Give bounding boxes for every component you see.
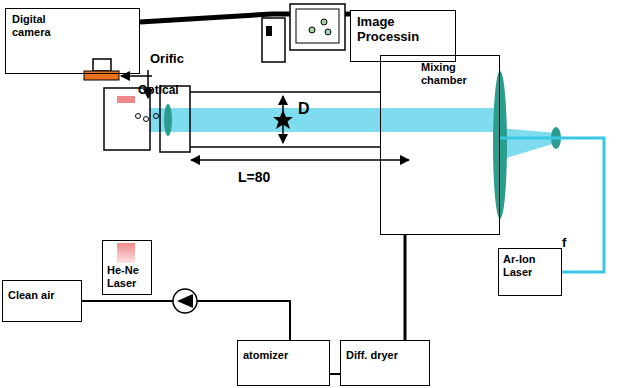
optical-filter [84,71,119,80]
camera-box: Digital camera [5,8,140,74]
node-label: Ar-Ion Laser [503,253,557,278]
length-arrow [191,159,409,161]
laser-box: Ar-Ion Laser [498,248,562,296]
dimension-label: D [298,100,310,118]
air-line [404,235,407,340]
node-label: Digital camera [12,13,74,38]
detection-cell [104,88,150,150]
computer-monitor [290,4,345,50]
pump-arrow [177,294,193,308]
monitor-screen [296,9,339,43]
particle [144,117,149,122]
part-label: f [562,236,566,250]
drive-slot [266,26,272,36]
atomizer-box: atomizer [237,340,330,386]
particle-image [321,19,327,25]
orifice-lens [164,104,172,136]
tube-wall [190,146,380,148]
particle-image [325,29,331,35]
chamber-box: Mixing chamber [380,55,500,235]
node-label: Clean air [8,289,54,302]
tube-wall [190,91,380,93]
pump-symbol [173,289,197,313]
laser-box: He-Ne Laser [102,240,152,295]
camera-lens [93,59,111,71]
particle-image [309,27,315,33]
node-label: Diff. dryer [346,349,398,362]
node-label: atomizer [243,349,288,362]
computer-tower [262,18,285,62]
he-ne-beam [117,243,135,263]
filter-pointer [121,75,152,77]
particle [136,114,141,119]
node-label: Mixing chamber [421,61,485,86]
star-marker [273,110,293,129]
he-ne-sheet [117,96,135,103]
laser-beam-cone [500,128,556,160]
particle [154,114,159,119]
air-line [330,373,340,375]
part-label: Optical [138,84,179,97]
laser-beam [150,108,500,132]
node-label: Image Processin [357,15,447,45]
laser-beam [500,138,604,272]
node-label: He-Ne Laser [107,264,147,289]
dryer-box: Diff. dryer [340,340,430,386]
dimension-label: L=80 [238,170,270,185]
source-box: Clean air [2,280,82,322]
chamber-lens [493,71,507,219]
part-label: Orific [150,52,184,66]
